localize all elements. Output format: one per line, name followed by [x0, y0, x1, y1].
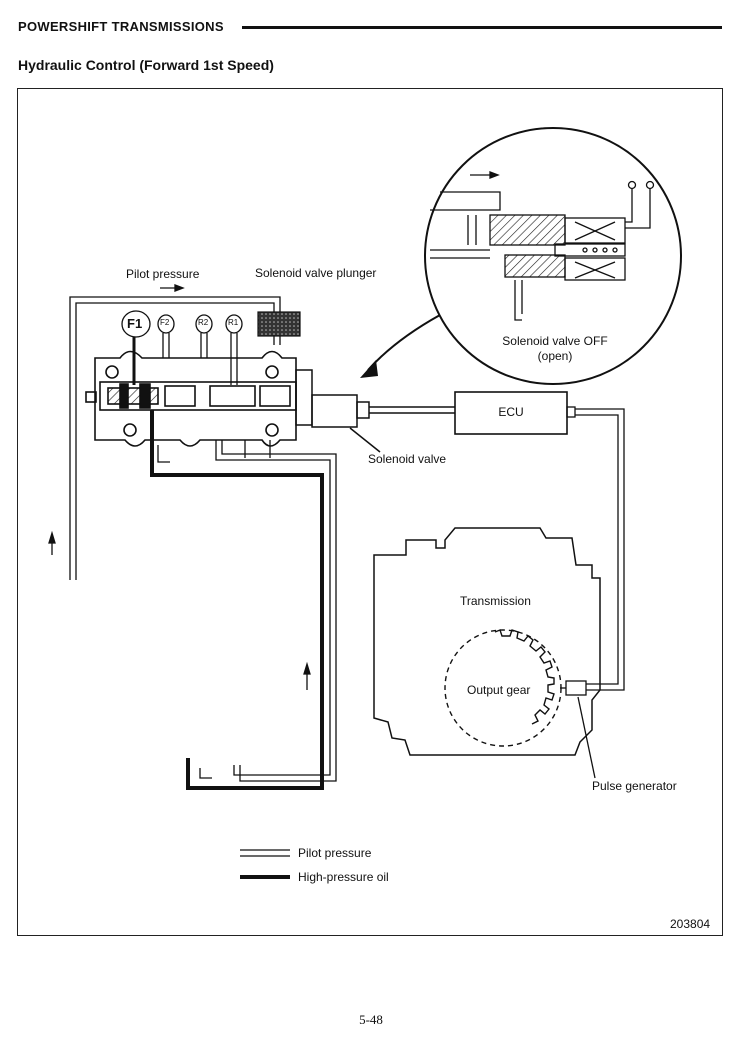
transmission-housing — [373, 527, 601, 756]
solenoid-valve-label: Solenoid valve — [368, 452, 447, 466]
pilot-pressure-line — [48, 284, 281, 580]
solenoid-detail-callout — [360, 127, 682, 385]
transmission-label: Transmission — [460, 594, 531, 608]
high-pressure-line — [150, 410, 324, 790]
port-r2-label: R2 — [198, 318, 209, 327]
ecu-to-pulse-line — [566, 406, 625, 691]
solenoid-valve-plunger-label: Solenoid valve plunger — [255, 266, 377, 280]
section-header: POWERSHIFT TRANSMISSIONS — [18, 19, 224, 34]
return-pilot-line — [157, 440, 337, 782]
port-r1-label: R1 — [228, 318, 239, 327]
filter-block — [257, 311, 301, 337]
legend-high-pressure-label: High-pressure oil — [298, 870, 389, 884]
legend-pilot-pressure-sample — [240, 849, 290, 857]
ecu-label: ECU — [498, 405, 524, 419]
port-f2-label: F2 — [160, 318, 170, 327]
port-stems — [121, 310, 243, 385]
diagram-frame — [17, 88, 723, 936]
figure-number: 203804 — [670, 917, 711, 931]
header-rule — [242, 26, 722, 29]
legend-pilot-pressure-label: Pilot pressure — [298, 846, 372, 860]
solenoid-valve — [295, 369, 455, 453]
page-number: 5-48 — [359, 1012, 383, 1027]
pulse-generator — [560, 680, 596, 779]
solenoid-detail — [430, 171, 655, 321]
page-title: Hydraulic Control (Forward 1st Speed) — [18, 57, 274, 73]
output-gear-label: Output gear — [467, 683, 531, 697]
pilot-pressure-top-label: Pilot pressure — [126, 267, 200, 281]
solenoid-valve-open-label: (open) — [537, 349, 573, 363]
port-f1-label: F1 — [127, 316, 143, 331]
control-valve-body — [85, 350, 297, 447]
pulse-generator-label: Pulse generator — [592, 779, 677, 793]
solenoid-valve-off-label: Solenoid valve OFF — [502, 334, 608, 348]
